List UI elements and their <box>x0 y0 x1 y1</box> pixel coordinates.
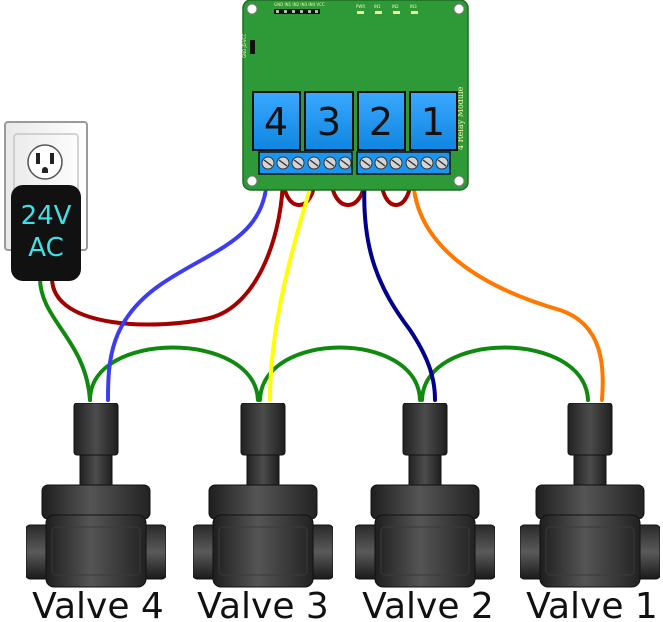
jumper-label: GND JD-VCC <box>242 34 247 58</box>
relay-label: 2 <box>369 100 393 144</box>
wiring <box>38 173 605 402</box>
valve-label: Valve 4 <box>32 586 164 622</box>
adapter-to-relay-common-wire <box>50 173 285 327</box>
terminal-block-right <box>356 151 451 175</box>
relay-4: 4 <box>252 91 301 151</box>
valve-label: Valve 2 <box>362 586 494 622</box>
common-wire-jumpers <box>280 173 413 207</box>
relay-1: 1 <box>409 91 458 151</box>
module-side-label: 4 Relay Module <box>456 86 465 150</box>
valve-2: Valve 2 <box>355 403 495 622</box>
header-pins: GND IN1 IN2 IN3 IN4 VCC <box>274 2 325 14</box>
valve-1: Valve 1 <box>520 403 660 622</box>
valve-3: Valve 3 <box>193 403 333 622</box>
relay3-wire <box>268 173 316 402</box>
valve-label: Valve 1 <box>526 586 658 622</box>
relay1-wire <box>411 173 605 402</box>
relay-module: GND IN1 IN2 IN3 IN4 VCC GND JD-VCC PWR I… <box>242 0 469 191</box>
relay-3: 3 <box>304 91 354 151</box>
relay-label: 4 <box>264 100 288 144</box>
led-label: IN2 <box>392 4 399 9</box>
valve-4: Valve 4 <box>26 403 166 622</box>
led-label: PWR <box>356 4 365 9</box>
valve-label: Valve 3 <box>197 586 329 622</box>
led-label: IN3 <box>410 4 417 9</box>
adapter-voltage-label: 24V <box>21 201 72 231</box>
terminal-block-left <box>258 151 353 175</box>
power-adapter: 24V AC <box>11 185 81 281</box>
relay2-wire <box>362 173 437 402</box>
adapter-to-valve-ground-wire <box>38 276 92 402</box>
relay-label: 3 <box>317 100 341 144</box>
leds: PWR IN1 IN2 IN3 <box>356 4 418 14</box>
relay-label: 1 <box>421 100 445 144</box>
relay4-wire <box>106 173 269 402</box>
valve-ground-chain-wire <box>88 345 590 402</box>
header-pins-label: GND IN1 IN2 IN3 IN4 VCC <box>274 2 325 7</box>
led-label: IN1 <box>374 4 381 9</box>
adapter-type-label: AC <box>28 233 63 263</box>
relay-2: 2 <box>357 91 406 151</box>
jumper: GND JD-VCC <box>242 34 255 58</box>
